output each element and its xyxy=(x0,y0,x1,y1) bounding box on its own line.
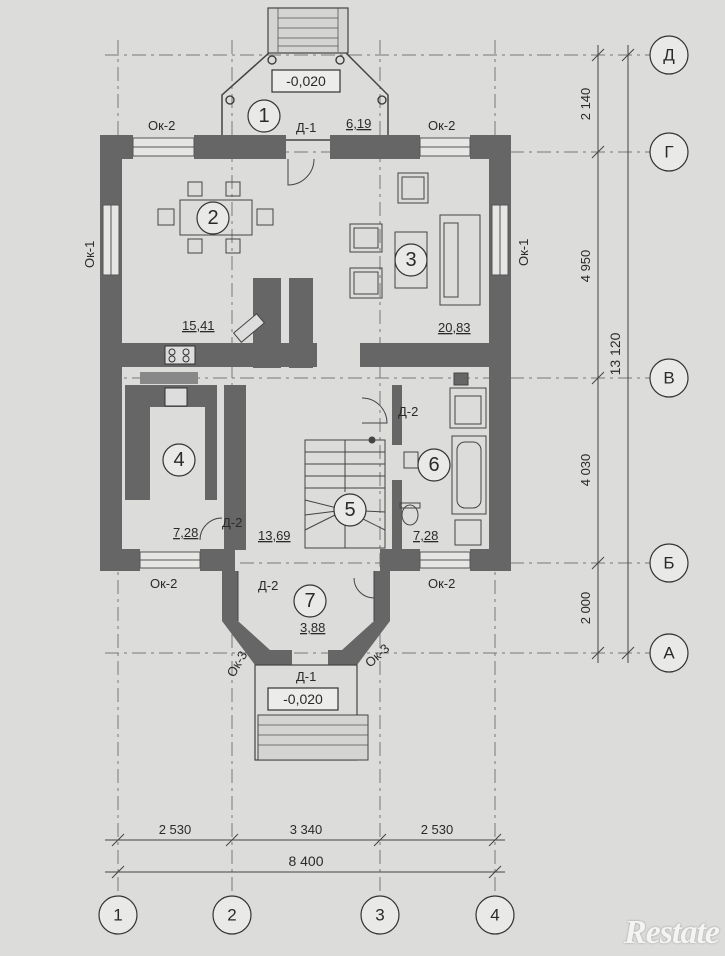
room-4-number: 4 xyxy=(173,449,184,471)
dimension-chain-bottom xyxy=(105,833,505,879)
dim-right-4: 2 000 xyxy=(578,592,593,625)
window-label-ok2-bottom-right: Ок-2 xyxy=(428,576,455,591)
room-3-area: 20,83 xyxy=(438,320,471,335)
dim-right-2: 4 950 xyxy=(578,250,593,283)
axis-label-4: 4 xyxy=(490,906,499,925)
window-label-ok1-right: Ок-1 xyxy=(516,239,531,266)
dim-right-total: 13 120 xyxy=(607,332,623,375)
kitchen-fixtures xyxy=(140,313,266,407)
room-5-area: 13,69 xyxy=(258,528,291,543)
window-label-ok2-top-left: Ок-2 xyxy=(148,118,175,133)
elevation-bottom: -0,020 xyxy=(283,691,323,707)
axis-label-b: Б xyxy=(663,554,674,573)
door-label-d2-vestibule: Д-2 xyxy=(258,578,278,593)
window-label-ok1-left: Ок-1 xyxy=(82,241,97,268)
window-label-ok2-bottom-left: Ок-2 xyxy=(150,576,177,591)
door-label-d1-top: Д-1 xyxy=(296,120,316,135)
room-4-area: 7,28 xyxy=(173,525,198,540)
dim-bottom-2: 3 340 xyxy=(290,822,323,837)
dining-set xyxy=(157,181,274,254)
axis-label-1: 1 xyxy=(113,906,122,925)
room-1-number: 1 xyxy=(258,105,269,127)
windows xyxy=(102,137,509,569)
room-6-number: 6 xyxy=(428,454,439,476)
axis-label-v: В xyxy=(663,369,674,388)
dim-bottom-total: 8 400 xyxy=(288,853,323,869)
elevation-top: -0,020 xyxy=(286,73,326,89)
dim-right-1: 2 140 xyxy=(578,88,593,121)
room-2-area: 15,41 xyxy=(182,318,215,333)
room-5-number: 5 xyxy=(344,499,355,521)
axis-bubbles xyxy=(98,35,689,935)
doors xyxy=(199,158,388,599)
room-7-area: 3,88 xyxy=(300,620,325,635)
axis-label-3: 3 xyxy=(375,906,384,925)
room-6-area: 7,28 xyxy=(413,528,438,543)
room-2-number: 2 xyxy=(207,207,218,229)
porch-bottom xyxy=(254,664,369,761)
room-3-number: 3 xyxy=(405,249,416,271)
dimension-chain-right xyxy=(591,45,635,663)
room-1-area: 6,19 xyxy=(346,116,371,131)
living-furniture xyxy=(349,172,481,306)
dim-right-3: 4 030 xyxy=(578,454,593,487)
axis-label-d: Д xyxy=(663,46,675,65)
dim-bottom-1: 2 530 xyxy=(159,822,192,837)
door-label-d2-kitchen: Д-2 xyxy=(222,515,242,530)
axis-label-a: А xyxy=(663,644,675,663)
window-label-ok2-top-right: Ок-2 xyxy=(428,118,455,133)
porch-top xyxy=(221,7,389,141)
room-markers xyxy=(162,99,451,618)
door-label-d1-bottom: Д-1 xyxy=(296,669,316,684)
bathroom-fixtures xyxy=(399,372,487,546)
entry-bay xyxy=(222,571,390,665)
axis-label-g: Г xyxy=(664,143,673,162)
dim-bottom-3: 2 530 xyxy=(421,822,454,837)
staircase xyxy=(304,436,386,549)
room-7-number: 7 xyxy=(304,590,315,612)
interior-walls xyxy=(122,278,489,621)
door-label-d2-bath: Д-2 xyxy=(398,404,418,419)
axis-label-2: 2 xyxy=(227,906,236,925)
restate-watermark: Restate xyxy=(624,914,720,951)
